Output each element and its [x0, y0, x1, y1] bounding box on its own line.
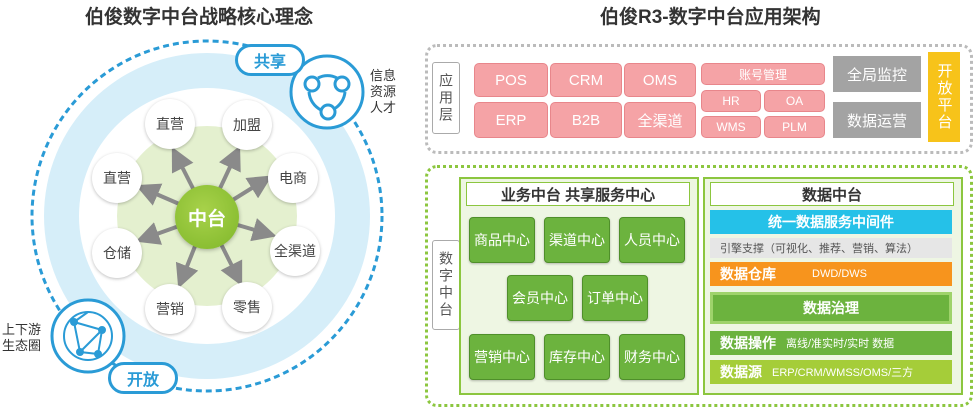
left-title: 伯俊数字中台战略核心理念	[85, 7, 314, 28]
app-layer-panel	[425, 44, 973, 154]
satellite-jiameng: 加盟	[222, 100, 272, 150]
digital-middle-panel	[425, 165, 973, 407]
network-icon-badge	[50, 298, 126, 374]
satellite-zhiying-left: 直营	[92, 153, 142, 203]
digital-middle-label: 数字中台	[432, 240, 460, 330]
center-staff: 人员中心	[619, 217, 685, 263]
data-warehouse-label: 数据仓库	[720, 266, 776, 282]
data-middle-title: 数据中台	[710, 182, 954, 206]
hub-zhongtai: 中台	[175, 185, 239, 249]
system-crm: CRM	[550, 63, 622, 97]
data-warehouse: 数据仓库 DWD/DWS	[710, 262, 952, 286]
business-middle-title: 业务中台 共享服务中心	[466, 182, 690, 206]
system-oms: OMS	[624, 63, 696, 97]
data-governance: 数据治理	[710, 292, 952, 324]
satellite-cangchu: 仓储	[92, 228, 142, 278]
data-source-sub: ERP/CRM/WMSS/OMS/三方	[772, 367, 914, 379]
center-channel: 渠道中心	[544, 217, 610, 263]
app-layer-label: 应用层	[432, 62, 460, 134]
satellite-zhiying-top: 直营	[145, 99, 195, 149]
open-platform: 开放平台	[928, 52, 960, 142]
system-quanqudao: 全渠道	[624, 102, 696, 138]
share-icon	[303, 74, 351, 121]
center-marketing: 营销中心	[469, 334, 535, 380]
data-operation-sub: 离线/准实时/实时 数据	[786, 338, 895, 350]
satellite-quanqudao: 全渠道	[270, 226, 320, 276]
unified-data-service-label: 统一数据服务中间件	[768, 214, 894, 230]
right-title: 伯俊R3-数字中台应用架构	[600, 7, 821, 28]
data-operation: 数据操作 离线/准实时/实时 数据	[710, 331, 952, 355]
data-operation-label: 数据操作	[720, 335, 776, 351]
open-side-label: 上下游生态圈	[2, 322, 42, 353]
data-source: 数据源 ERP/CRM/WMSS/OMS/三方	[710, 360, 952, 384]
data-operations: 数据运营	[833, 102, 921, 138]
center-goods: 商品中心	[469, 217, 535, 263]
share-side-label: 信息资源人才	[370, 68, 397, 115]
data-source-label: 数据源	[720, 364, 762, 380]
center-finance: 财务中心	[619, 334, 685, 380]
system-oa: OA	[764, 90, 825, 112]
system-hr: HR	[701, 90, 761, 112]
engine-support-label: 引擎支撑（可视化、推荐、营销、算法）	[720, 243, 918, 255]
satellite-lingshou: 零售	[222, 282, 272, 332]
system-account-mgmt: 账号管理	[701, 63, 825, 85]
unified-data-service: 统一数据服务中间件	[710, 210, 952, 234]
satellite-dianshang: 电商	[268, 153, 318, 203]
data-warehouse-sub: DWD/DWS	[812, 268, 867, 280]
network-icon	[63, 311, 113, 361]
system-b2b: B2B	[550, 102, 622, 138]
share-pill: 共享	[235, 44, 305, 76]
engine-support: 引擎支撑（可视化、推荐、营销、算法）	[710, 238, 952, 258]
center-member: 会员中心	[507, 275, 573, 321]
data-governance-label: 数据治理	[803, 300, 859, 316]
system-erp: ERP	[474, 102, 548, 138]
open-pill: 开放	[108, 362, 178, 394]
center-order: 订单中心	[582, 275, 648, 321]
satellite-yingxiao: 营销	[145, 284, 195, 334]
center-inventory: 库存中心	[544, 334, 610, 380]
system-wms: WMS	[701, 116, 761, 138]
system-pos: POS	[474, 63, 548, 97]
system-plm: PLM	[764, 116, 825, 138]
share-icon-badge	[289, 54, 365, 130]
global-monitor: 全局监控	[833, 56, 921, 92]
